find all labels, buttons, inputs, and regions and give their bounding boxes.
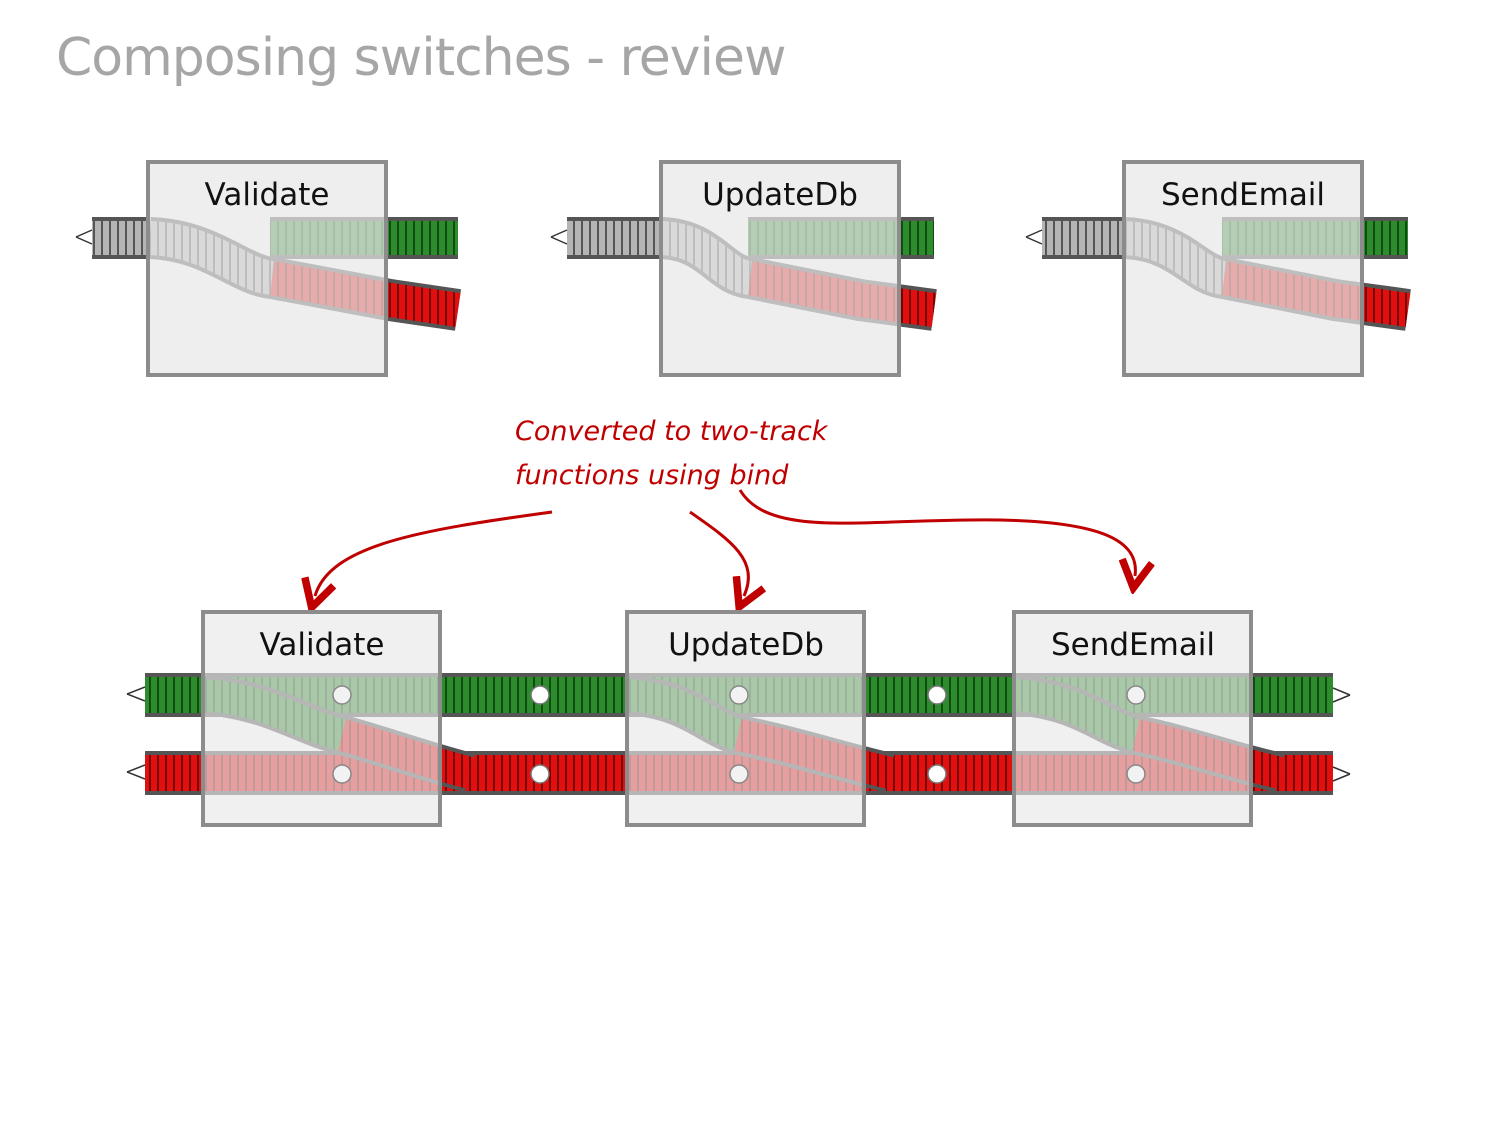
switch-label: Validate [260, 627, 385, 663]
joint-icon [729, 685, 749, 705]
slide-title: Composing switches - review [56, 28, 787, 88]
track-arrow-icon [1332, 687, 1351, 703]
switch-box [1122, 160, 1364, 377]
switch-label: UpdateDb [702, 177, 858, 213]
joint-icon [530, 764, 550, 784]
switch-box [625, 610, 866, 827]
track-arrow-icon [1025, 229, 1043, 245]
switch-label: UpdateDb [668, 627, 824, 663]
joint-icon [729, 764, 749, 784]
joint-icon [927, 764, 947, 784]
top-switch-validate: Validate [75, 160, 462, 377]
annotation-line-2: functions using bind [515, 460, 789, 491]
joint-icon [1126, 685, 1146, 705]
track-arrow-icon [550, 229, 568, 245]
track-arrow-icon [75, 229, 93, 245]
joint-icon [530, 685, 550, 705]
joint-icon [332, 764, 352, 784]
track-arrow-icon [126, 686, 146, 702]
switch-label: Validate [205, 177, 330, 213]
annotation: Converted to two-track functions using b… [315, 416, 1135, 596]
bottom-switch-sendemail: SendEmail [1012, 610, 1253, 827]
arrow-to-updatedb [689, 510, 748, 596]
switch-box [659, 160, 901, 377]
bottom-switch-validate: Validate [201, 610, 442, 827]
top-switch-updatedb: UpdateDb [550, 160, 937, 377]
switch-label: SendEmail [1161, 177, 1325, 213]
switch-box [1012, 610, 1253, 827]
arrow-to-validate [315, 510, 553, 596]
switch-label: SendEmail [1051, 627, 1215, 663]
joint-icon [332, 685, 352, 705]
track-arrow-icon [1332, 766, 1351, 782]
bottom-switch-updatedb: UpdateDb [625, 610, 866, 827]
composed-pipeline: Validate UpdateDb SendEmail [126, 610, 1351, 827]
joint-icon [1126, 764, 1146, 784]
joint-icon [927, 685, 947, 705]
switch-box [201, 610, 442, 827]
arrow-to-sendemail [738, 489, 1135, 576]
top-switch-sendemail: SendEmail [1025, 160, 1411, 377]
switch-box [146, 160, 388, 377]
annotation-line-1: Converted to two-track [515, 416, 829, 447]
track-arrow-icon [126, 764, 146, 780]
